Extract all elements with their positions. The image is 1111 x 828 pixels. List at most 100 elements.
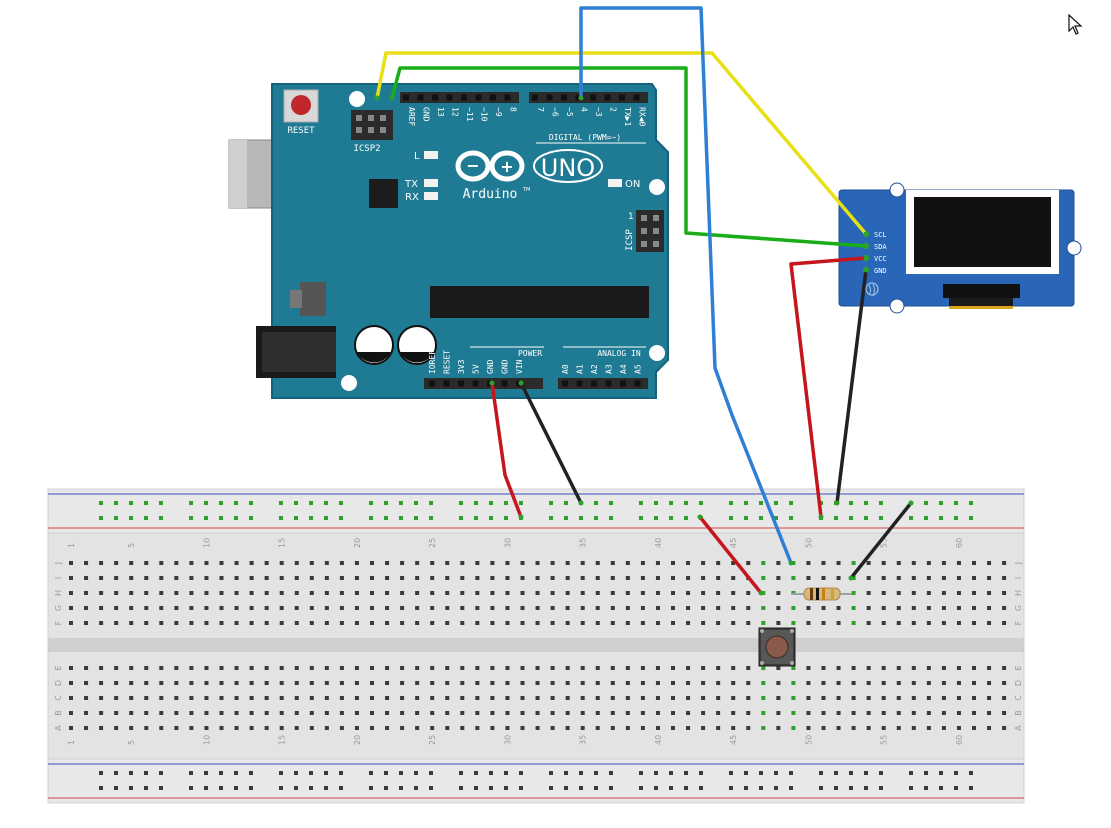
breadboard-hole	[504, 771, 508, 775]
breadboard-hole	[941, 576, 946, 580]
mount-hole	[341, 375, 357, 391]
breadboard-hole	[400, 696, 405, 700]
breadboard-hole	[866, 561, 871, 565]
breadboard-hole	[114, 621, 119, 625]
breadboard-hole	[189, 591, 194, 595]
breadboard-hole	[505, 606, 510, 610]
breadboard-hole	[954, 501, 958, 505]
breadboard-hole	[789, 501, 793, 505]
breadboard-hole	[309, 516, 313, 520]
breadboard-hole	[699, 501, 703, 505]
breadboard-hole	[430, 561, 435, 565]
breadboard-hole	[550, 621, 555, 625]
breadboard-hole	[926, 576, 931, 580]
breadboard-hole	[204, 621, 209, 625]
column-number: 35	[579, 735, 588, 745]
breadboard-hole	[129, 591, 134, 595]
breadboard-hole	[1002, 666, 1007, 670]
led-on-label: ON	[625, 179, 640, 190]
breadboard-hole	[339, 681, 344, 685]
breadboard-hole	[460, 726, 465, 730]
breadboard-hole	[204, 561, 209, 565]
breadboard-hole	[354, 681, 359, 685]
breadboard-hole	[460, 591, 465, 595]
breadboard-hole	[400, 711, 405, 715]
breadboard-hole	[565, 576, 570, 580]
breadboard-hole	[671, 561, 675, 565]
breadboard-hole	[504, 786, 508, 790]
breadboard-hole	[445, 606, 450, 610]
breadboard-hole	[686, 666, 691, 670]
breadboard-hole	[414, 771, 418, 775]
breadboard-hole	[972, 711, 976, 715]
breadboard-hole	[625, 726, 630, 730]
breadboard-hole	[791, 606, 796, 610]
breadboard-hole	[415, 711, 420, 715]
breadboard-hole	[114, 711, 119, 715]
breadboard-hole	[144, 606, 149, 610]
breadboard-hole	[189, 606, 194, 610]
breadboard-hole	[941, 621, 946, 625]
breadboard-hole	[99, 771, 103, 775]
breadboard-hole	[324, 561, 329, 565]
breadboard-hole	[956, 576, 961, 580]
breadboard-hole	[279, 786, 283, 790]
breadboard-hole	[550, 591, 555, 595]
breadboard-hole	[475, 711, 480, 715]
breadboard-hole	[684, 786, 688, 790]
header-pin-hole	[490, 94, 496, 101]
breadboard-hole	[926, 561, 931, 565]
breadboard-hole	[99, 576, 104, 580]
breadboard-hole	[174, 606, 179, 610]
breadboard-hole	[114, 501, 118, 505]
breadboard-hole	[219, 696, 224, 700]
breadboard-hole	[234, 696, 239, 700]
breadboard-hole	[129, 576, 134, 580]
breadboard-hole	[369, 786, 373, 790]
breadboard-hole	[881, 681, 886, 685]
breadboard-hole	[580, 681, 585, 685]
breadboard-hole	[686, 681, 691, 685]
breadboard-hole	[639, 786, 643, 790]
breadboard-hole	[144, 561, 149, 565]
breadboard-hole	[490, 666, 495, 670]
breadboard-hole	[896, 681, 901, 685]
breadboard-hole	[924, 501, 928, 505]
breadboard-hole	[701, 681, 706, 685]
breadboard-hole	[279, 771, 283, 775]
breadboard-hole	[791, 666, 796, 670]
breadboard-hole	[249, 771, 253, 775]
breadboard-hole	[99, 591, 104, 595]
breadboard-hole	[746, 726, 751, 730]
breadboard-hole	[520, 576, 525, 580]
breadboard-hole	[475, 726, 480, 730]
breadboard-hole	[776, 591, 781, 595]
breadboard-hole	[204, 516, 208, 520]
breadboard-hole	[234, 711, 239, 715]
column-number: 30	[503, 735, 512, 745]
breadboard-hole	[520, 681, 525, 685]
breadboard-hole	[731, 576, 736, 580]
analog-section-label: ANALOG IN	[597, 349, 641, 358]
mount-hole	[649, 179, 665, 195]
breadboard-hole	[836, 606, 841, 610]
breadboard-hole	[655, 591, 660, 595]
breadboard-hole	[309, 696, 314, 700]
breadboard-hole	[956, 621, 961, 625]
breadboard-hole	[640, 621, 645, 625]
breadboard-hole	[144, 696, 149, 700]
breadboard-hole	[549, 516, 553, 520]
breadboard-hole	[84, 606, 89, 610]
breadboard-hole	[99, 696, 104, 700]
breadboard-hole	[69, 681, 73, 685]
breadboard-hole	[264, 681, 269, 685]
breadboard-hole	[144, 516, 148, 520]
breadboard-hole	[174, 666, 179, 670]
breadboard-hole	[294, 501, 298, 505]
breadboard-hole	[189, 726, 194, 730]
breadboard-hole	[370, 561, 374, 565]
breadboard-hole	[1002, 561, 1007, 565]
breadboard-hole	[159, 771, 163, 775]
led-tx-label: TX	[404, 179, 418, 190]
